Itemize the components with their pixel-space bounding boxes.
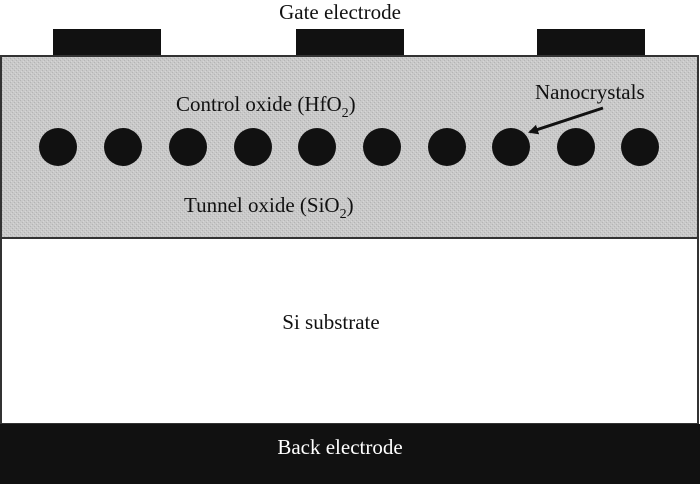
gate-electrode bbox=[296, 29, 404, 56]
nanocrystal bbox=[428, 128, 466, 166]
back-electrode-label: Back electrode bbox=[277, 435, 402, 459]
nanocrystal bbox=[557, 128, 595, 166]
nanocrystal bbox=[621, 128, 659, 166]
nanocrystal bbox=[104, 128, 142, 166]
nanocrystal bbox=[169, 128, 207, 166]
gate-electrode bbox=[53, 29, 161, 56]
back-electrode bbox=[0, 424, 700, 484]
nanocrystal bbox=[234, 128, 272, 166]
nanocrystal bbox=[39, 128, 77, 166]
control-oxide-label: Control oxide (HfO2) bbox=[176, 92, 356, 121]
gate-electrode bbox=[537, 29, 645, 56]
tunnel-oxide-label: Tunnel oxide (SiO2) bbox=[184, 193, 354, 222]
gate-electrodes bbox=[53, 29, 645, 56]
nanocrystal bbox=[298, 128, 336, 166]
nanocrystal-arrow bbox=[528, 106, 604, 135]
nanocrystals-label: Nanocrystals bbox=[535, 80, 645, 104]
gate-electrode-label: Gate electrode bbox=[279, 0, 401, 24]
substrate-label: Si substrate bbox=[282, 310, 379, 334]
nanocrystal bbox=[492, 128, 530, 166]
nanocrystal-row bbox=[39, 128, 659, 166]
nanocrystal bbox=[363, 128, 401, 166]
si-substrate bbox=[0, 237, 699, 425]
